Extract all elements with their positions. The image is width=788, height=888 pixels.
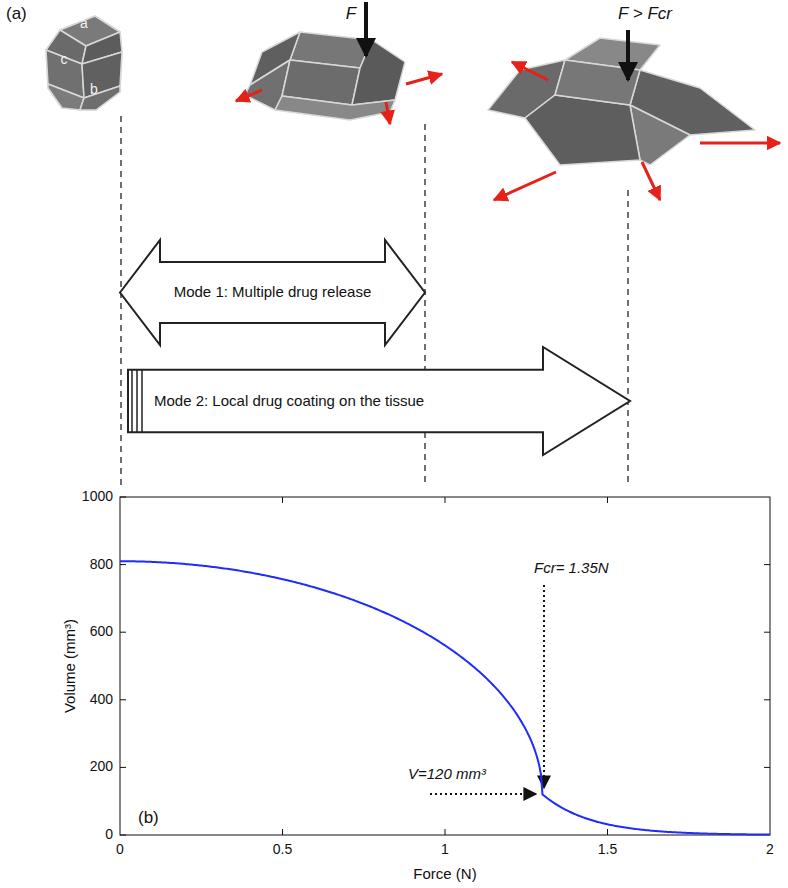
chart-axes [120, 497, 770, 835]
tick-label: 400 [90, 692, 113, 707]
tick-label: 800 [90, 557, 113, 572]
force-label: F > Fcr [618, 5, 672, 24]
tick-label: 0 [105, 827, 113, 842]
start-mark [136, 370, 138, 433]
arrow-outline-path [120, 240, 425, 345]
force-label: F [346, 5, 356, 24]
face-label: a [80, 16, 88, 31]
tick-label: 1 [441, 842, 449, 857]
tick-label: 1000 [82, 489, 113, 504]
arrow-band: Mode 2: Local drug coating on the tissue [128, 347, 630, 455]
tick-label: 200 [90, 760, 113, 775]
tick-label: 0.5 [273, 842, 292, 857]
start-mark [131, 370, 133, 433]
unfolded-capsule [488, 38, 755, 165]
tick-label: 2 [766, 842, 774, 857]
annotation: Fcr= 1.35N [534, 560, 609, 577]
mode-label: Mode 1: Multiple drug release [174, 284, 372, 301]
force-arrow [626, 30, 630, 80]
arrow-band: Mode 1: Multiple drug release [120, 240, 425, 345]
mode-label: Mode 2: Local drug coating on the tissue [154, 393, 424, 410]
axis-title: Volume (mm³) [62, 619, 79, 713]
annotation: V=120 mm³ [408, 766, 486, 783]
tick-label: 0 [116, 842, 124, 857]
force-arrow [364, 2, 368, 56]
axis-title: Force (N) [413, 866, 476, 883]
face-label: b [90, 82, 98, 97]
tick-label: 600 [90, 624, 113, 639]
panel-label: (a) [6, 5, 27, 24]
start-mark [141, 370, 143, 433]
panel-label: (b) [138, 809, 159, 828]
face-label: c [61, 52, 68, 67]
expansion-arrows [494, 62, 780, 200]
expansion-arrows [236, 74, 442, 124]
compressed-capsule [245, 32, 405, 120]
volume-curve [120, 561, 770, 834]
tick-label: 1.5 [598, 842, 617, 857]
annotation-arrows [430, 585, 544, 794]
closed-capsule [46, 16, 122, 110]
arrow-outline-path [128, 347, 630, 455]
